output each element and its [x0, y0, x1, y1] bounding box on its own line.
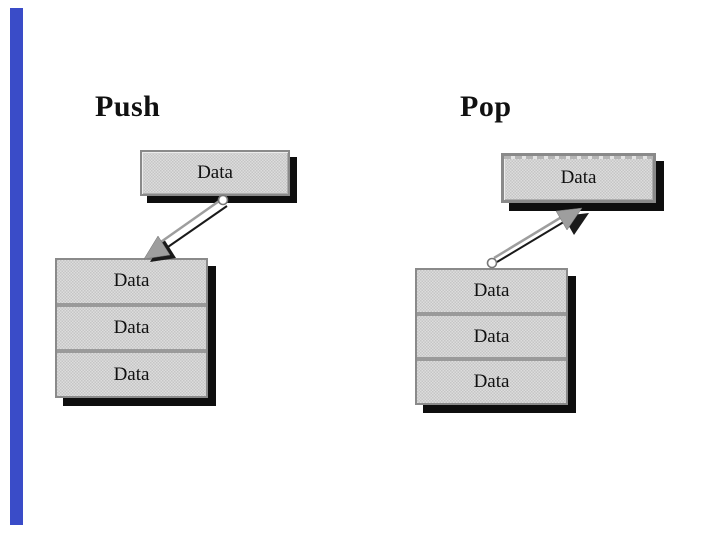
push-stack: Data Data Data	[55, 258, 208, 398]
stack-item: Data	[57, 260, 206, 303]
pop-arrow-shaft	[493, 216, 561, 260]
pop-arrow-shadow	[496, 219, 568, 263]
accent-bar	[10, 8, 23, 525]
stack-item-label: Data	[473, 371, 510, 393]
push-arrow	[143, 194, 229, 262]
push-new-item-label: Data	[197, 162, 233, 183]
pop-connector-origin-circle	[486, 257, 498, 269]
push-connector-origin-circle	[217, 194, 229, 206]
stack-item: Data	[417, 270, 566, 312]
pop-arrowhead-shadow	[563, 213, 589, 235]
push-new-item-box: Data	[140, 150, 290, 196]
push-title: Push	[95, 90, 161, 123]
stack-item: Data	[417, 361, 566, 404]
stack-item-label: Data	[113, 363, 150, 385]
stack-item-label: Data	[473, 279, 510, 301]
stack-item-label: Data	[113, 317, 150, 338]
stack-item: Data	[57, 306, 206, 350]
push-arrowhead	[143, 235, 171, 260]
stack-item: Data	[417, 315, 566, 358]
push-arrow-shaft	[157, 197, 223, 246]
stack-item: Data	[57, 353, 206, 397]
stack-item-label: Data	[473, 325, 510, 347]
stack-item-label: Data	[113, 270, 150, 292]
pop-arrowhead	[555, 207, 583, 231]
pop-arrow	[486, 207, 589, 269]
pop-stack: Data Data Data	[415, 268, 568, 405]
pop-removed-item-label: Data	[560, 167, 597, 188]
push-arrow-shadow	[164, 205, 228, 250]
pop-title: Pop	[460, 90, 512, 123]
pop-removed-item-box: Data	[501, 153, 656, 203]
